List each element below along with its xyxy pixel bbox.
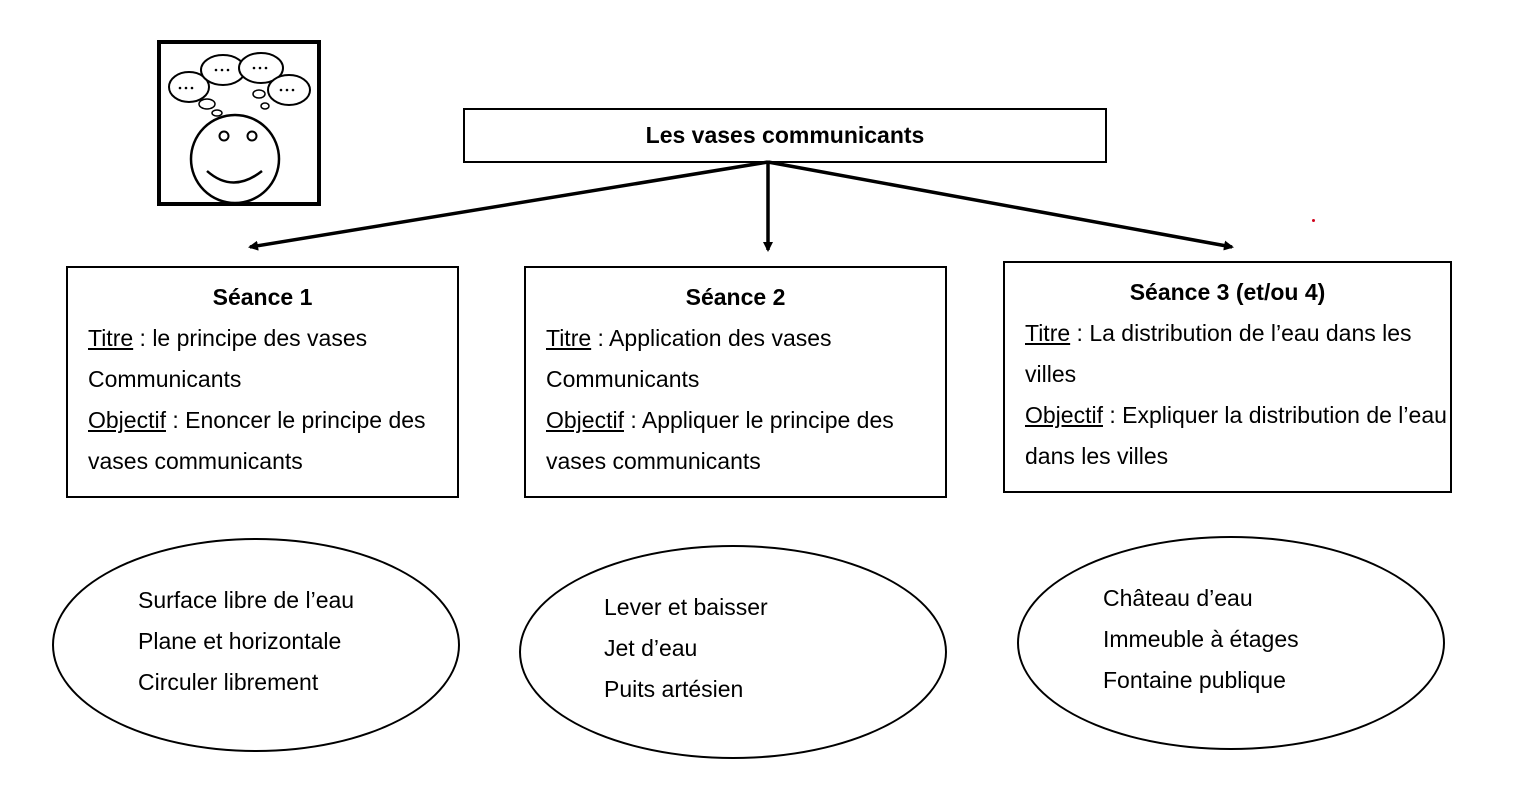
keyword-list: Surface libre de l’eau Plane et horizont… <box>138 580 354 703</box>
keyword-item: Fontaine publique <box>1103 667 1286 693</box>
keywords-ellipse-2: Lever et baisser Jet d’eau Puits artésie… <box>519 545 947 759</box>
keywords-ellipse-3: Château d’eau Immeuble à étages Fontaine… <box>1017 536 1445 750</box>
seance-heading: Séance 3 (et/ou 4) <box>1129 279 1326 305</box>
thinking-smiley-icon <box>157 40 321 206</box>
keyword-list: Lever et baisser Jet d’eau Puits artésie… <box>604 587 768 710</box>
keyword-item: Château d’eau <box>1103 585 1253 611</box>
seance-titre: Titre : La distribution de l’eau dans le… <box>1025 313 1450 395</box>
diagram-title: Les vases communicants <box>645 122 925 148</box>
titre-label: Titre <box>546 325 592 351</box>
titre-label: Titre <box>88 325 134 351</box>
seance-objectif: Objectif : Enoncer le principe des vases… <box>88 400 457 482</box>
keywords-ellipse-1: Surface libre de l’eau Plane et horizont… <box>52 538 460 752</box>
seance-box-3: Séance 3 (et/ou 4) Titre : La distributi… <box>1003 261 1452 493</box>
objectif-text: : Enoncer le principe des vases communic… <box>88 407 426 474</box>
objectif-label: Objectif <box>1025 402 1103 428</box>
keyword-item: Immeuble à étages <box>1103 626 1299 652</box>
seance-titre: Titre : Application des vases Communican… <box>546 318 945 400</box>
keyword-item: Puits artésien <box>604 676 744 702</box>
seance-objectif: Objectif : Expliquer la distribution de … <box>1025 395 1450 477</box>
keyword-item: Surface libre de l’eau <box>138 587 355 613</box>
arrow-to-seance-3 <box>767 160 1234 251</box>
titre-label: Titre <box>1025 320 1071 346</box>
objectif-label: Objectif <box>88 407 166 433</box>
thinking-smiley-drawing <box>168 52 311 202</box>
objectif-label: Objectif <box>546 407 624 433</box>
titre-text: : le principe des vases Communicants <box>88 325 368 392</box>
arrow-to-seance-1 <box>248 160 769 251</box>
keyword-item: Plane et horizontale <box>138 628 342 654</box>
titre-text: : Application des vases Communicants <box>546 325 832 392</box>
keyword-item: Lever et baisser <box>604 594 768 620</box>
seance-heading: Séance 1 <box>212 284 313 310</box>
titre-text: : La distribution de l’eau dans les vill… <box>1025 320 1412 387</box>
seance-heading: Séance 2 <box>685 284 786 310</box>
diagram-title-box: Les vases communicants <box>463 108 1107 163</box>
seance-box-2: Séance 2 Titre : Application des vases C… <box>524 266 947 498</box>
objectif-text: : Appliquer le principe des vases commun… <box>546 407 894 474</box>
seance-titre: Titre : le principe des vases Communican… <box>88 318 457 400</box>
keyword-item: Jet d’eau <box>604 635 698 661</box>
keyword-list: Château d’eau Immeuble à étages Fontaine… <box>1103 578 1299 701</box>
objectif-text: : Expliquer la distribution de l’eau dan… <box>1025 402 1447 469</box>
keyword-item: Circuler librement <box>138 669 319 695</box>
seance-objectif: Objectif : Appliquer le principe des vas… <box>546 400 945 482</box>
stray-red-dot <box>1312 219 1315 222</box>
seance-box-1: Séance 1 Titre : le principe des vases C… <box>66 266 459 498</box>
